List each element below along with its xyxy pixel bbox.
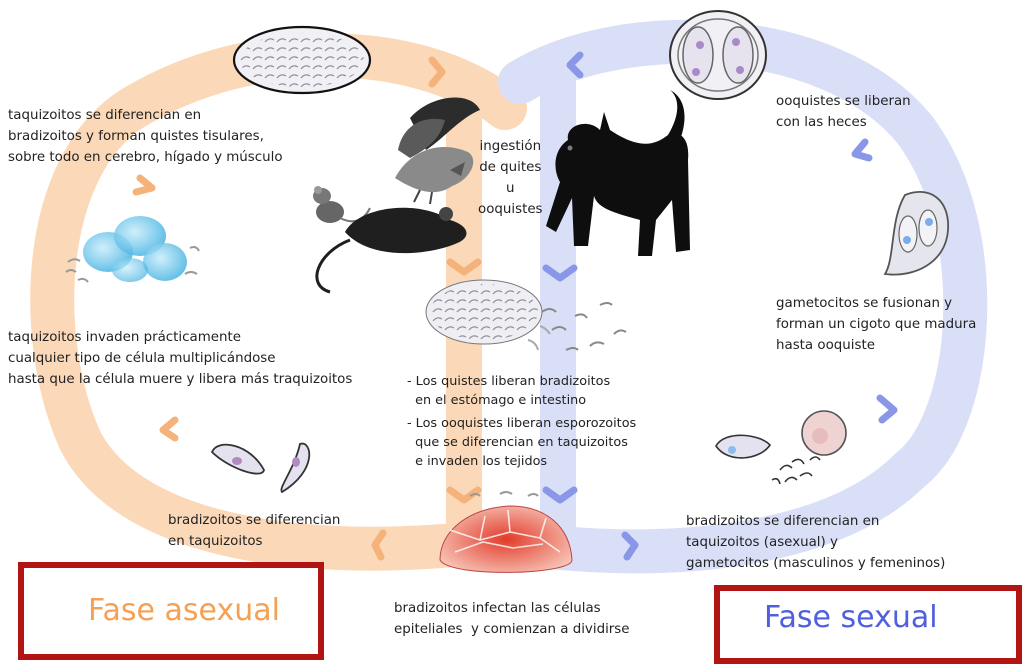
sexual-phase-box: Fase sexual bbox=[714, 585, 1022, 664]
label-sexual-top: ooquistes se liberan con las heces bbox=[776, 91, 911, 133]
oocyst-two-icon bbox=[885, 192, 948, 275]
label-ingestion: ingestión de quites u ooquistes bbox=[478, 136, 543, 220]
infected-cells-icon bbox=[66, 216, 199, 282]
label-sexual-middle: gametocitos se fusionan y forman un cigo… bbox=[776, 293, 976, 356]
macrogamete-icon bbox=[802, 411, 846, 455]
label-oocysts-release: - Los ooquistes liberan esporozoitos que… bbox=[407, 414, 636, 471]
label-center-bottom: bradizoitos infectan las células epiteli… bbox=[394, 598, 630, 640]
tissue-cyst-icon bbox=[234, 27, 370, 93]
tachyzoite-icon bbox=[212, 444, 309, 492]
label-sexual-bottom: bradizoitos se diferencian en taquizoito… bbox=[686, 511, 945, 574]
sexual-phase-title: Fase sexual bbox=[764, 601, 938, 635]
oocyst-four-icon bbox=[670, 11, 766, 99]
label-asexual-bottom: bradizoitos se diferencian en taquizoito… bbox=[168, 510, 340, 552]
label-asexual-top: taquizoitos se diferencian en bradizoito… bbox=[8, 105, 283, 168]
zoites-cluster-icon bbox=[426, 280, 626, 350]
label-cysts-release: - Los quistes liberan bradizoitos en el … bbox=[407, 372, 610, 410]
asexual-phase-title: Fase asexual bbox=[88, 594, 280, 628]
label-asexual-middle: taquizoitos invaden prácticamente cualqu… bbox=[8, 327, 352, 390]
asexual-phase-box: Fase asexual bbox=[18, 562, 324, 660]
